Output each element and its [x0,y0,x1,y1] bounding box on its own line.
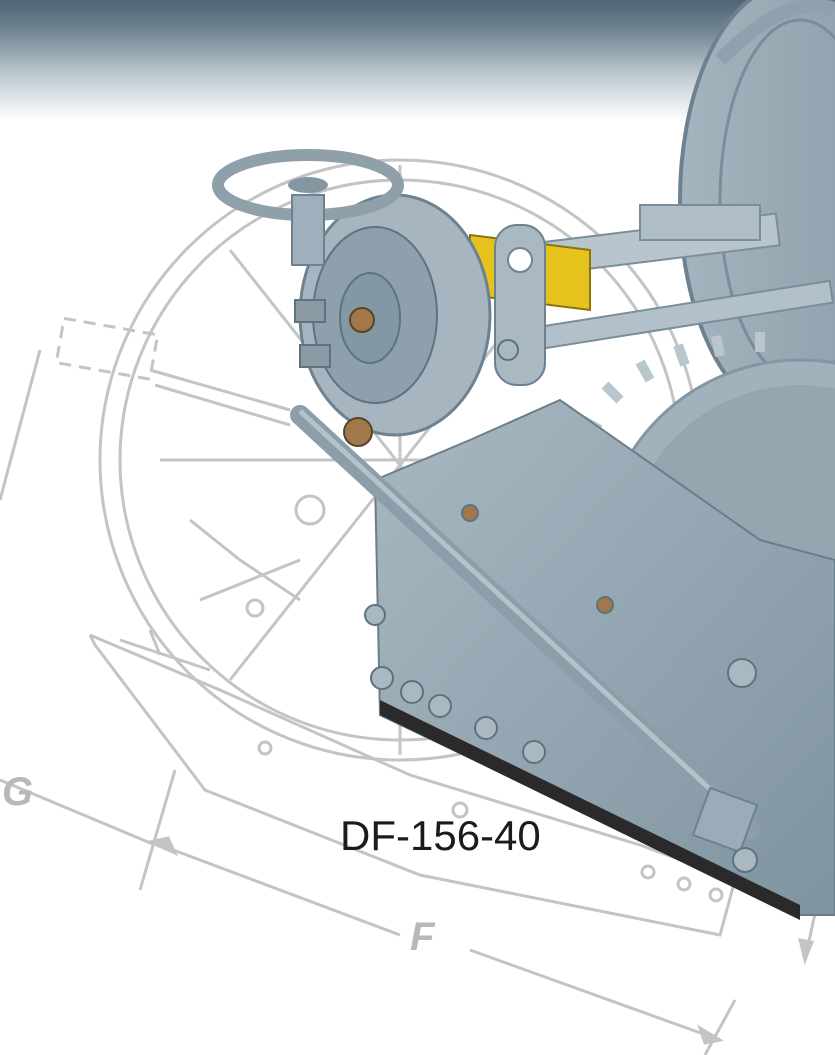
lifting-eye [494,224,546,386]
brake-housing [294,193,492,447]
model-number: DF-156-40 [340,812,541,859]
dimension-label-f: F [410,915,435,959]
plate-bolts [364,339,758,873]
dimension-label-g: G [2,770,34,814]
handwheel [212,149,404,266]
